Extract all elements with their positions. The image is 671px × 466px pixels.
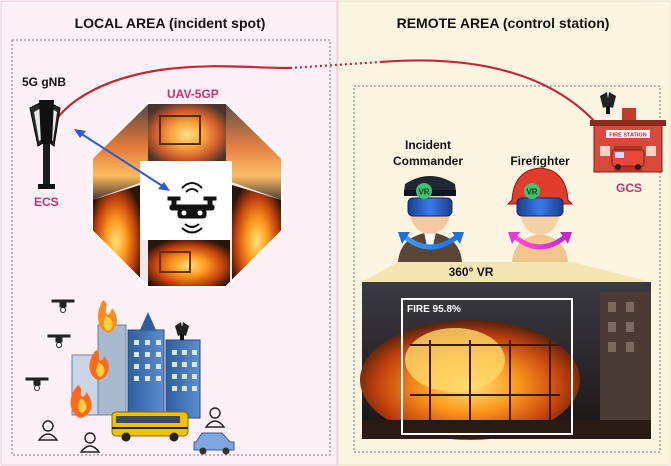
fire-station-icon: FIRE STATION	[590, 92, 666, 173]
fire-flame-icon	[70, 300, 117, 418]
commander-label-line2: Commander	[393, 154, 463, 168]
octagon-frame	[91, 102, 283, 288]
gnb-label: 5G gNB	[22, 75, 66, 89]
commander-360-arc	[398, 232, 464, 250]
commander-headset-text: VR	[418, 188, 429, 197]
local-area-dashed-frame	[11, 39, 331, 456]
uav-ecs-link-arrow	[74, 129, 170, 191]
uav-label: UAV-5GP	[167, 87, 219, 101]
vr-label: 360° VR	[449, 265, 494, 279]
firefighter-headset-text: VR	[526, 188, 537, 197]
ecs-label: ECS	[34, 195, 59, 209]
drone-icon	[167, 182, 217, 234]
backhaul-link-remote	[379, 59, 611, 141]
school-bus-icon	[111, 411, 189, 442]
commander-label-line1: Incident	[405, 138, 451, 152]
vr-fire-scene-image	[360, 282, 651, 440]
gnb-antenna-icon	[29, 100, 61, 189]
gcs-label: GCS	[616, 181, 642, 195]
vr-view-projection	[362, 262, 651, 282]
remote-area-dashed-frame	[353, 85, 661, 453]
remote-area-title: REMOTE AREA (control station)	[397, 15, 610, 31]
fire-detection-label: FIRE 95.8%	[407, 304, 461, 315]
city-buildings-icon	[71, 312, 201, 419]
small-drone-icon	[25, 299, 75, 391]
uav-camera-view-collage	[92, 103, 282, 287]
backhaul-link-dotted	[289, 60, 381, 70]
firefighter-360-arc	[508, 232, 572, 250]
fire-station-sign: FIRE STATION	[609, 133, 646, 139]
person-icon	[37, 407, 226, 453]
local-area-title: LOCAL AREA (incident spot)	[75, 15, 266, 31]
fire-detection-box	[401, 298, 573, 435]
car-icon	[193, 432, 235, 455]
firefighter-avatar: VR	[506, 167, 574, 262]
firefighter-label: Firefighter	[510, 154, 570, 168]
